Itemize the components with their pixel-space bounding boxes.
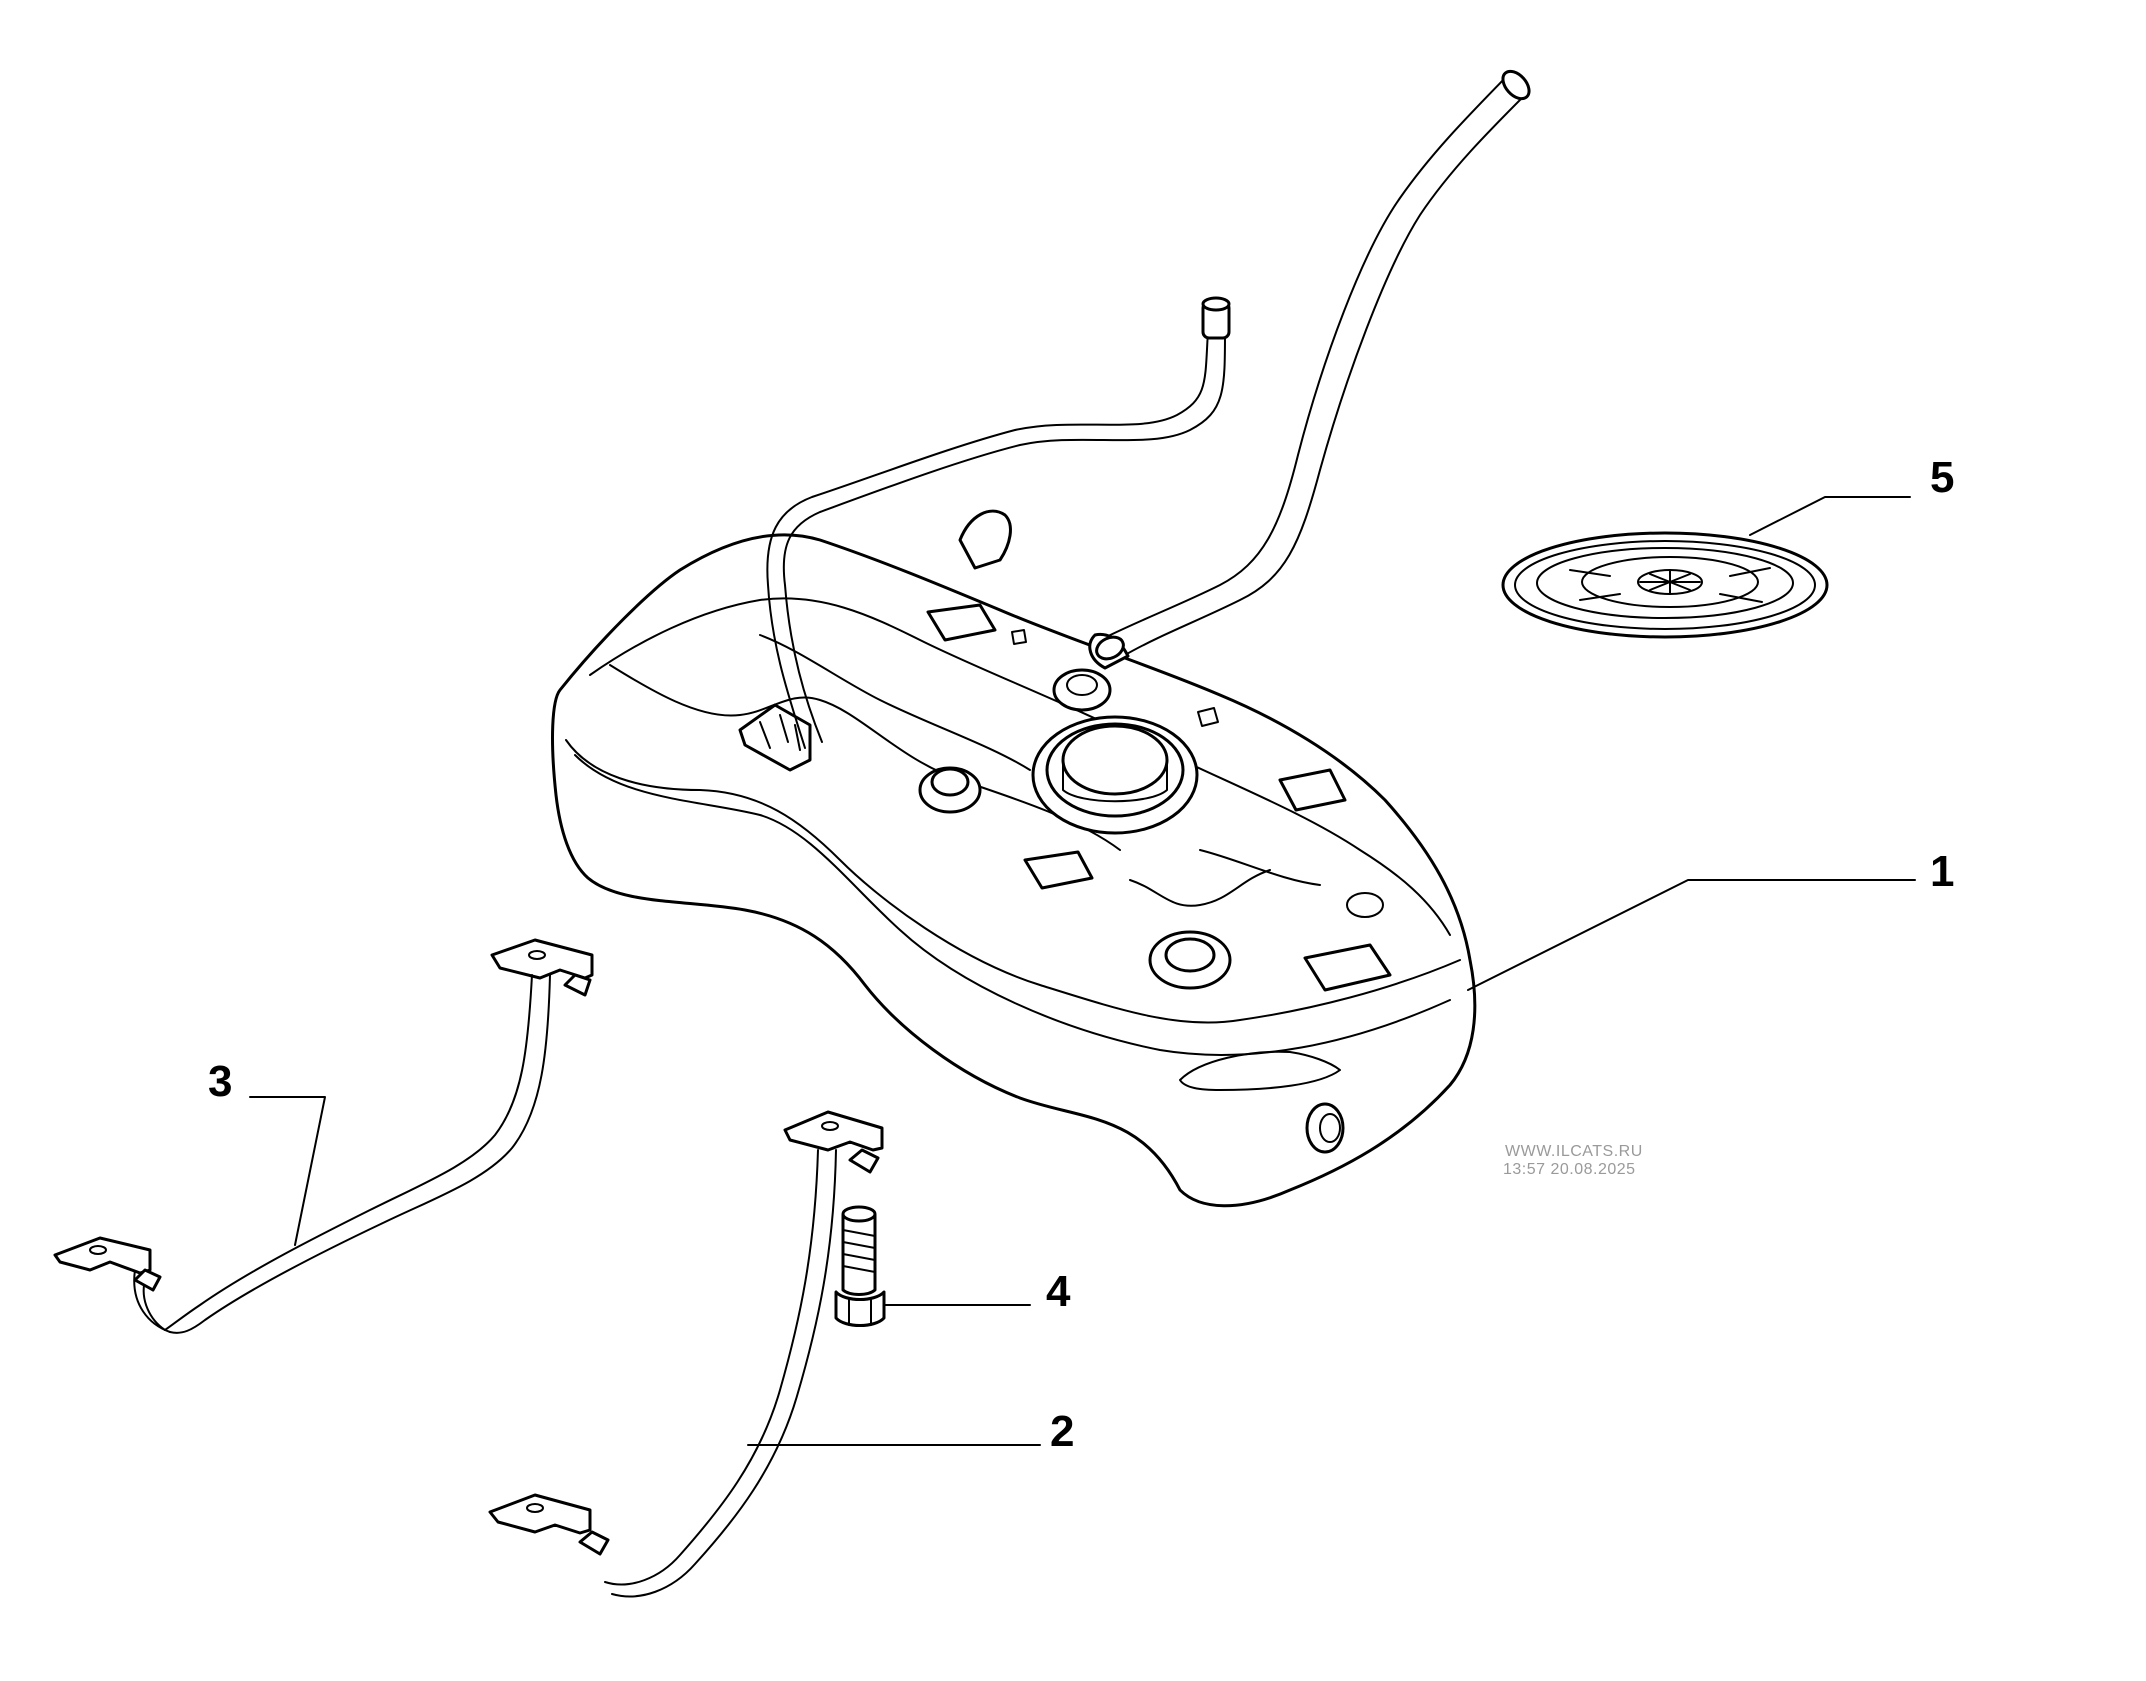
callout-2: 2 xyxy=(1050,1407,1075,1456)
fuel-tank xyxy=(551,509,1477,1208)
callout-3: 3 xyxy=(208,1057,233,1106)
leader-lines xyxy=(249,496,1916,1446)
leader-line-5 xyxy=(1749,496,1911,536)
callout-5: 5 xyxy=(1930,453,1955,502)
strap-bolt xyxy=(834,1205,886,1327)
rear-tank-strap xyxy=(53,938,594,1334)
callout-4: 4 xyxy=(1046,1267,1071,1316)
vent-hose xyxy=(766,296,1231,749)
callout-1: 1 xyxy=(1930,847,1955,896)
access-cover-seal xyxy=(1501,531,1829,639)
watermark-site: WWW.ILCATS.RU xyxy=(1505,1143,1643,1160)
watermark-timestamp: 13:57 20.08.2025 xyxy=(1503,1161,1636,1178)
front-tank-strap xyxy=(488,1110,884,1598)
leader-line-1 xyxy=(1467,879,1916,991)
filler-neck-hose xyxy=(1088,69,1531,670)
leader-line-3 xyxy=(249,1096,326,1246)
